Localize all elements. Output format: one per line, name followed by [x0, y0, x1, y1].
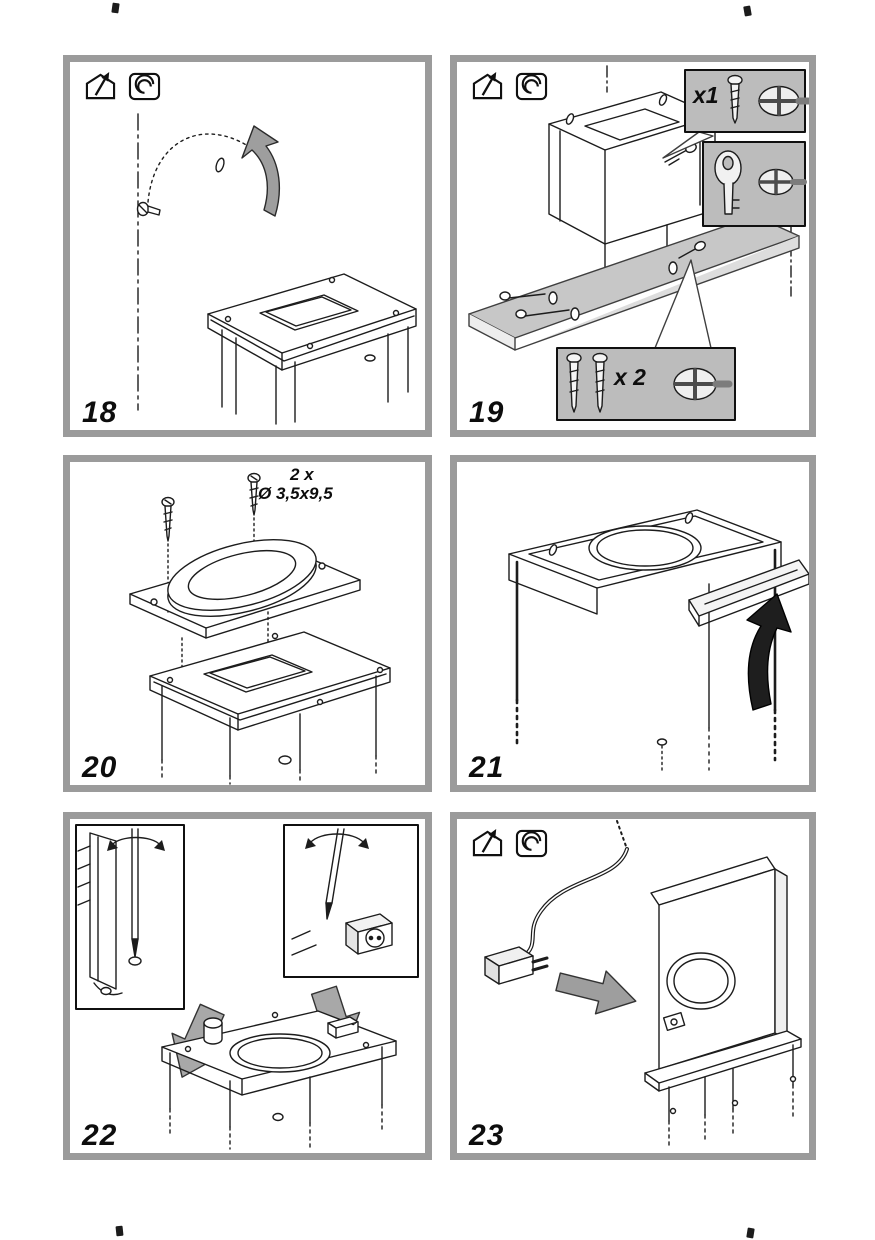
callout-spacer [702, 141, 807, 227]
hood-interior [161, 1010, 397, 1150]
bottom-screw [656, 738, 668, 773]
capacitor [203, 1017, 223, 1045]
step-number: 18 [82, 396, 118, 429]
duct-out-mode-icon [469, 71, 506, 102]
connect-arrow-icon [555, 970, 637, 1015]
keyhole-slot [215, 157, 225, 173]
recirculation-mode-icon [126, 71, 163, 102]
power-plug [484, 946, 549, 985]
swing-guide-line [147, 133, 249, 203]
connector [327, 1016, 359, 1039]
rotation-arrow-icon [107, 836, 165, 851]
step-number: 19 [469, 396, 505, 429]
panel-step-23: 23 [450, 812, 816, 1160]
illustration-step-19 [468, 65, 809, 421]
callout-screw-pair [556, 347, 736, 421]
screw-at-shelf-right [668, 240, 706, 275]
step-number: 22 [82, 1119, 118, 1152]
filter-panel [688, 559, 809, 627]
panel-step-20: 2 x Ø 3,5x9,5 20 [63, 455, 432, 792]
power-cable [521, 820, 629, 959]
illustration-step-22 [75, 824, 419, 1150]
quantity-label: 2 x [290, 465, 314, 484]
step-number: 20 [82, 751, 118, 784]
illustration-step-18 [136, 113, 417, 425]
step-number: 21 [469, 751, 505, 784]
panel-step-22: 22 [63, 812, 432, 1160]
duct-out-mode-icon [469, 828, 506, 859]
screw-count-label: x1 [693, 82, 719, 108]
inset-detail-left [75, 824, 185, 1010]
illustration-step-23 [484, 820, 802, 1146]
screwdriver-icon [128, 828, 142, 966]
mode-icons [469, 828, 550, 859]
swing-arrow-icon [241, 125, 281, 217]
screw-spec-label: Ø 3,5x9,5 [258, 484, 333, 503]
step-number: 23 [469, 1119, 505, 1152]
wall-shelf [468, 215, 800, 351]
screws-at-shelf [499, 291, 570, 319]
pointer-wedge [662, 131, 714, 159]
recirculation-mode-icon [513, 71, 550, 102]
screw-icon [136, 201, 161, 217]
mode-icons [82, 71, 163, 102]
duct-flange [129, 539, 361, 639]
print-registration-mark [111, 2, 120, 14]
hood-top [508, 509, 782, 771]
terminal-block [345, 913, 393, 955]
panel-step-19: x1 x 2 19 [450, 55, 816, 437]
panel-step-18: 18 [63, 55, 432, 437]
panel-step-21: 21 [450, 455, 816, 792]
screw-count-label: x 2 [614, 364, 646, 390]
callout-screw-single [684, 69, 809, 133]
illustration-step-20 [129, 472, 391, 785]
recirculation-mode-icon [513, 828, 550, 859]
hood-body [207, 273, 417, 425]
power-socket [662, 1011, 686, 1032]
illustration-step-21 [508, 509, 809, 773]
print-registration-mark [743, 5, 752, 17]
print-registration-mark [115, 1225, 124, 1237]
print-registration-mark [746, 1227, 755, 1239]
hood-body [644, 856, 802, 1146]
up-arrow-icon [746, 593, 792, 711]
mode-icons [469, 71, 550, 102]
inset-detail-right [283, 824, 419, 978]
rotation-arrow-icon [305, 833, 369, 849]
hood-body [149, 631, 391, 785]
duct-out-mode-icon [82, 71, 119, 102]
screwdriver-icon [325, 828, 345, 920]
